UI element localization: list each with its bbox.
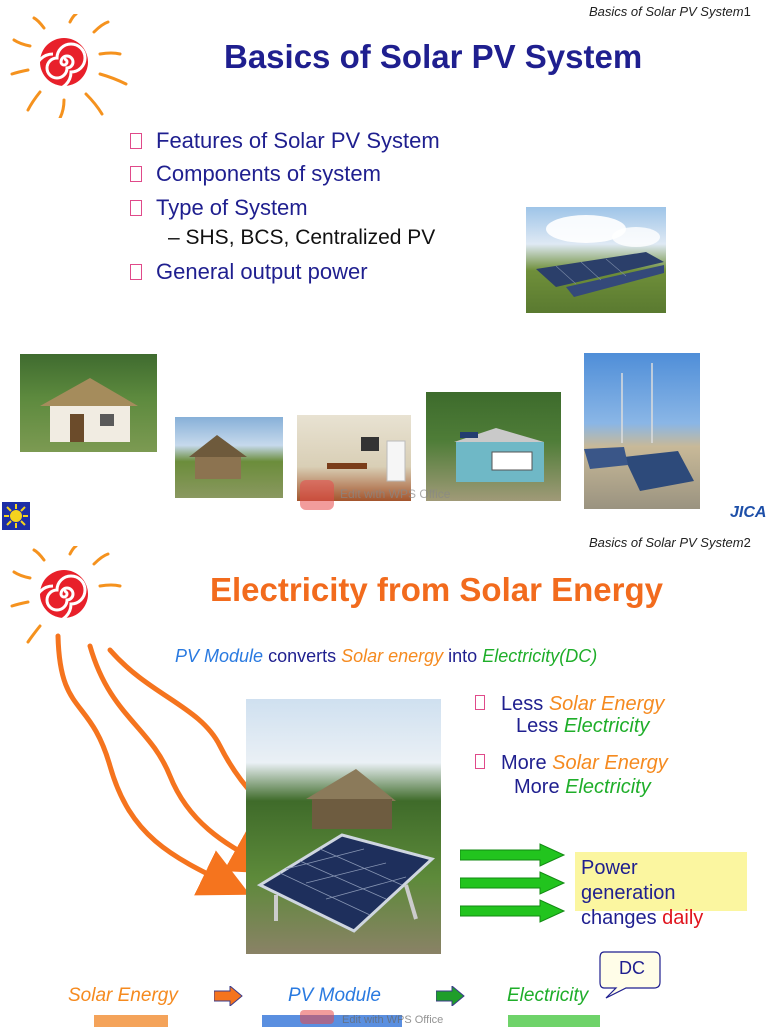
subtitle: PV Module converts Solar energy into Ele… [175,646,598,666]
bullet-type: Type of System [130,195,308,221]
thatched-house-photo [20,354,157,452]
sun-rays-illustration [10,546,322,896]
wps-watermark-icon [300,1010,334,1024]
input-block-partial [94,1015,168,1027]
more-electricity-text: More Electricity [514,776,651,798]
watermark-text: Edit with WPS Office [342,1014,444,1026]
sun-icon [10,14,128,118]
page-number: 2 [743,535,751,550]
more-solar-text: More Solar Energy [475,751,668,775]
less-electricity-text: Less Electricity [516,715,650,737]
bullet-marker-icon [130,200,142,216]
bullet-marker-icon [475,754,485,769]
power-generation-box [575,852,747,911]
header-text: Basics of Solar PV System [589,535,744,550]
solar-array-photo [526,207,666,313]
flow-electricity: Electricity [507,985,589,1006]
flow-pv-module: PV Module [288,985,381,1006]
rooftop-array-photo [584,353,700,509]
output-block-partial [508,1015,600,1027]
power-generation-text: Power generation changes daily [581,857,704,929]
page-title: Electricity from Solar Energy [210,571,663,608]
jica-logo: JICA [730,504,767,521]
dc-callout-text: DC [619,958,645,978]
orange-arrow-icon [214,986,243,1006]
bullet-marker-icon [130,264,142,280]
green-arrows-icon [460,843,566,923]
page-title: Basics of Solar PV System [224,38,643,75]
bullet-components: Components of system [130,161,381,187]
wps-watermark-icon [300,480,334,510]
blue-house-photo [426,392,561,501]
flow-solar-energy: Solar Energy [68,985,178,1006]
sun-logo-icon [2,502,30,530]
watermark-text: Edit with WPS Office [340,487,451,501]
dc-callout-bubble [599,951,661,999]
bullet-marker-icon [130,133,142,149]
less-solar-text: Less Solar Energy [475,692,664,716]
bullet-features: Features of Solar PV System [130,128,440,154]
sub-bullet-types: – SHS, BCS, Centralized PV [168,226,436,249]
header-text: Basics of Solar PV System [589,4,744,19]
bullet-output: General output power [130,259,368,285]
hut-photo [175,417,283,498]
green-arrow-icon [436,986,465,1006]
pv-module-photo [246,699,441,954]
slide-header: Basics of Solar PV System1 [589,4,751,19]
slide-header: Basics of Solar PV System2 [589,535,751,550]
page-number: 1 [743,4,751,19]
bullet-marker-icon [130,166,142,182]
bullet-marker-icon [475,695,485,710]
